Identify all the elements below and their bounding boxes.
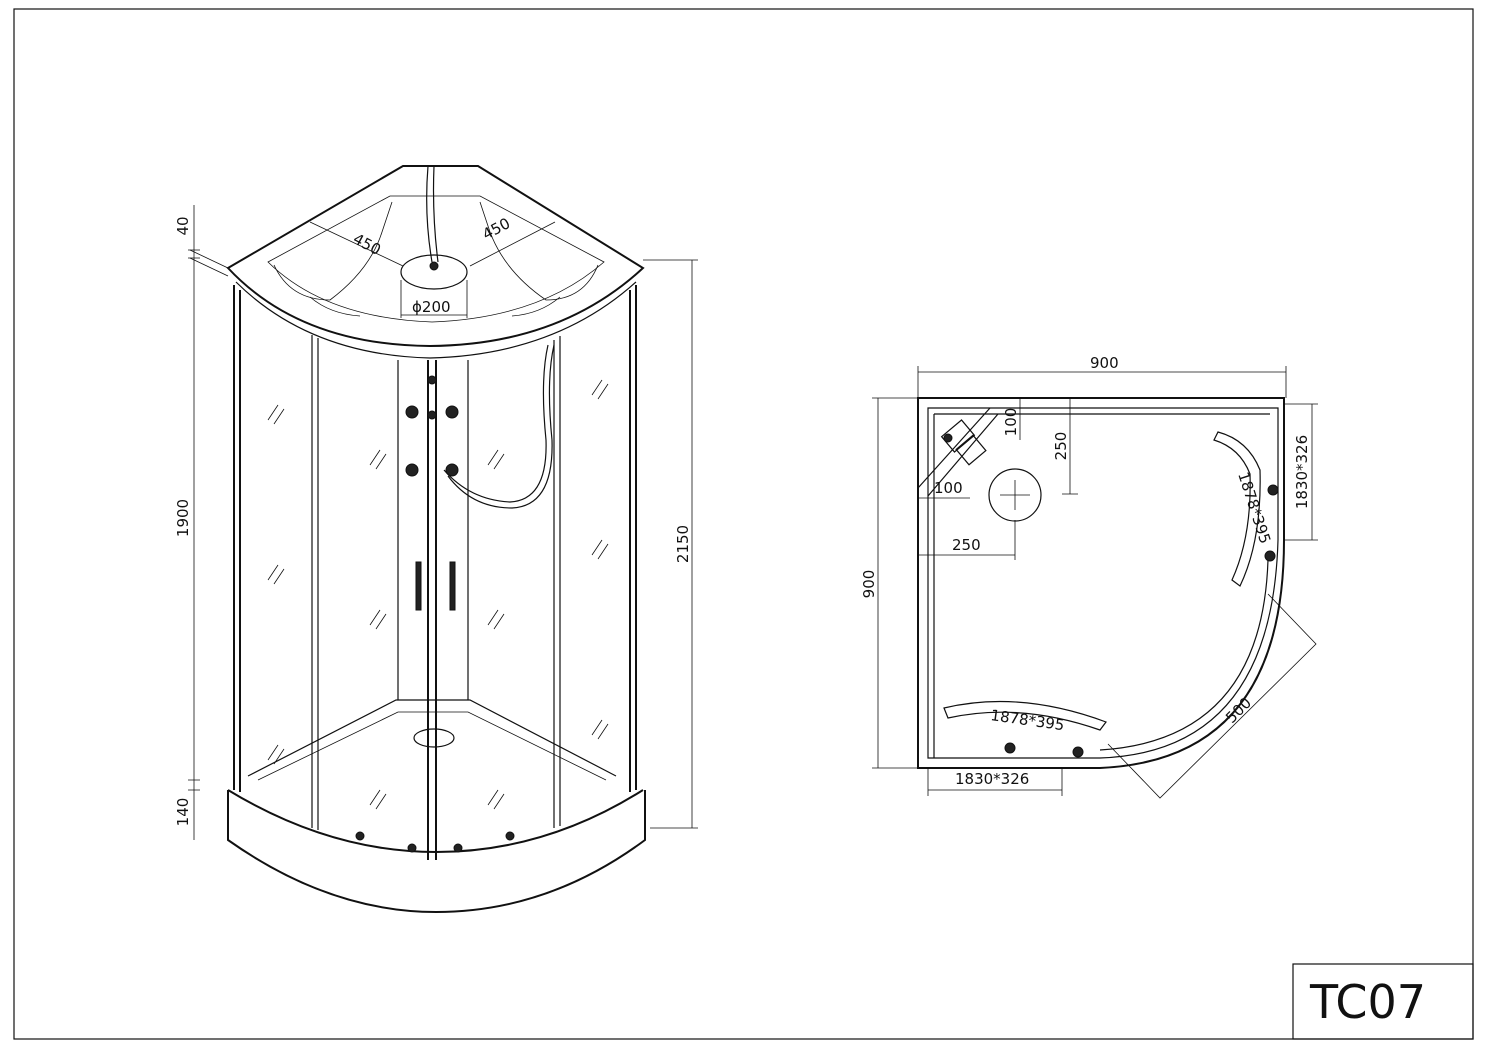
elevation-view: 40 1900 140 2150 450 450 ϕ200 xyxy=(174,165,698,914)
door-glass-right xyxy=(1213,431,1261,587)
frame-left-post xyxy=(233,285,241,792)
body-jets xyxy=(405,375,459,477)
dimension-label-dim-depth: 900 xyxy=(860,570,878,599)
dimension-label-dim-door-radius: 500 xyxy=(1222,694,1255,727)
dimension-label-dim-corner-y: 100 xyxy=(1002,408,1020,437)
elevation-right-dimension: 2150 xyxy=(643,259,698,829)
dimension-label-dim-total-height: 2150 xyxy=(674,525,692,563)
corner-seat xyxy=(917,407,999,497)
dimension-label-dim-door-glass-right: 1878*395 xyxy=(1234,470,1274,546)
sheet-border xyxy=(13,8,1474,1040)
rain-shower-head xyxy=(400,254,468,290)
dimension-label-dim-tray-height: 140 xyxy=(174,798,192,827)
dimension-label-dim-top-ring: 40 xyxy=(174,216,192,235)
dimension-label-dim-corner-x: 100 xyxy=(934,479,963,497)
dimension-label-dim-fixed-glass-right: 1830*326 xyxy=(1293,435,1311,509)
dimension-label-dim-head-offset-y: 250 xyxy=(1052,432,1070,461)
model-code: TC07 xyxy=(1309,975,1426,1029)
dimension-label-dim-shower-head: ϕ200 xyxy=(412,298,451,316)
glass-hatch xyxy=(267,379,609,810)
door-glass-bottom xyxy=(943,700,1107,731)
dimension-label-dim-fixed-glass-bottom: 1830*326 xyxy=(955,770,1029,788)
plan-curved-door xyxy=(1099,559,1269,751)
door-handle-right xyxy=(449,561,456,611)
plan-outer-frame xyxy=(917,397,1285,769)
door-seam xyxy=(427,360,437,860)
plan-view: 250 100 100 250 1878*395 1878*395 900 90… xyxy=(860,354,1318,799)
roof-outline xyxy=(226,165,645,348)
door-handle-left xyxy=(415,561,422,611)
dimension-label-dim-head-offset-x: 250 xyxy=(952,536,981,554)
dimension-label-dim-door-glass-bottom: 1878*395 xyxy=(989,706,1065,734)
column-fixture xyxy=(940,419,987,466)
tray-front xyxy=(227,789,644,854)
dimension-label-dim-panel-height: 1900 xyxy=(174,499,192,537)
elevation-left-dimensions: 40 1900 140 xyxy=(174,205,229,840)
hand-shower-hose xyxy=(443,344,549,503)
tray-skirt xyxy=(227,790,646,914)
frame-right-post xyxy=(629,285,637,792)
dimension-label-dim-width: 900 xyxy=(1090,354,1119,372)
drain xyxy=(413,728,455,748)
door-rollers xyxy=(1004,484,1279,758)
title-block: TC07 xyxy=(1292,963,1474,1040)
tray-inner xyxy=(247,699,617,777)
dimension-label-dim-roof-right: 450 xyxy=(479,214,513,243)
roof-inner-edge xyxy=(235,281,637,359)
